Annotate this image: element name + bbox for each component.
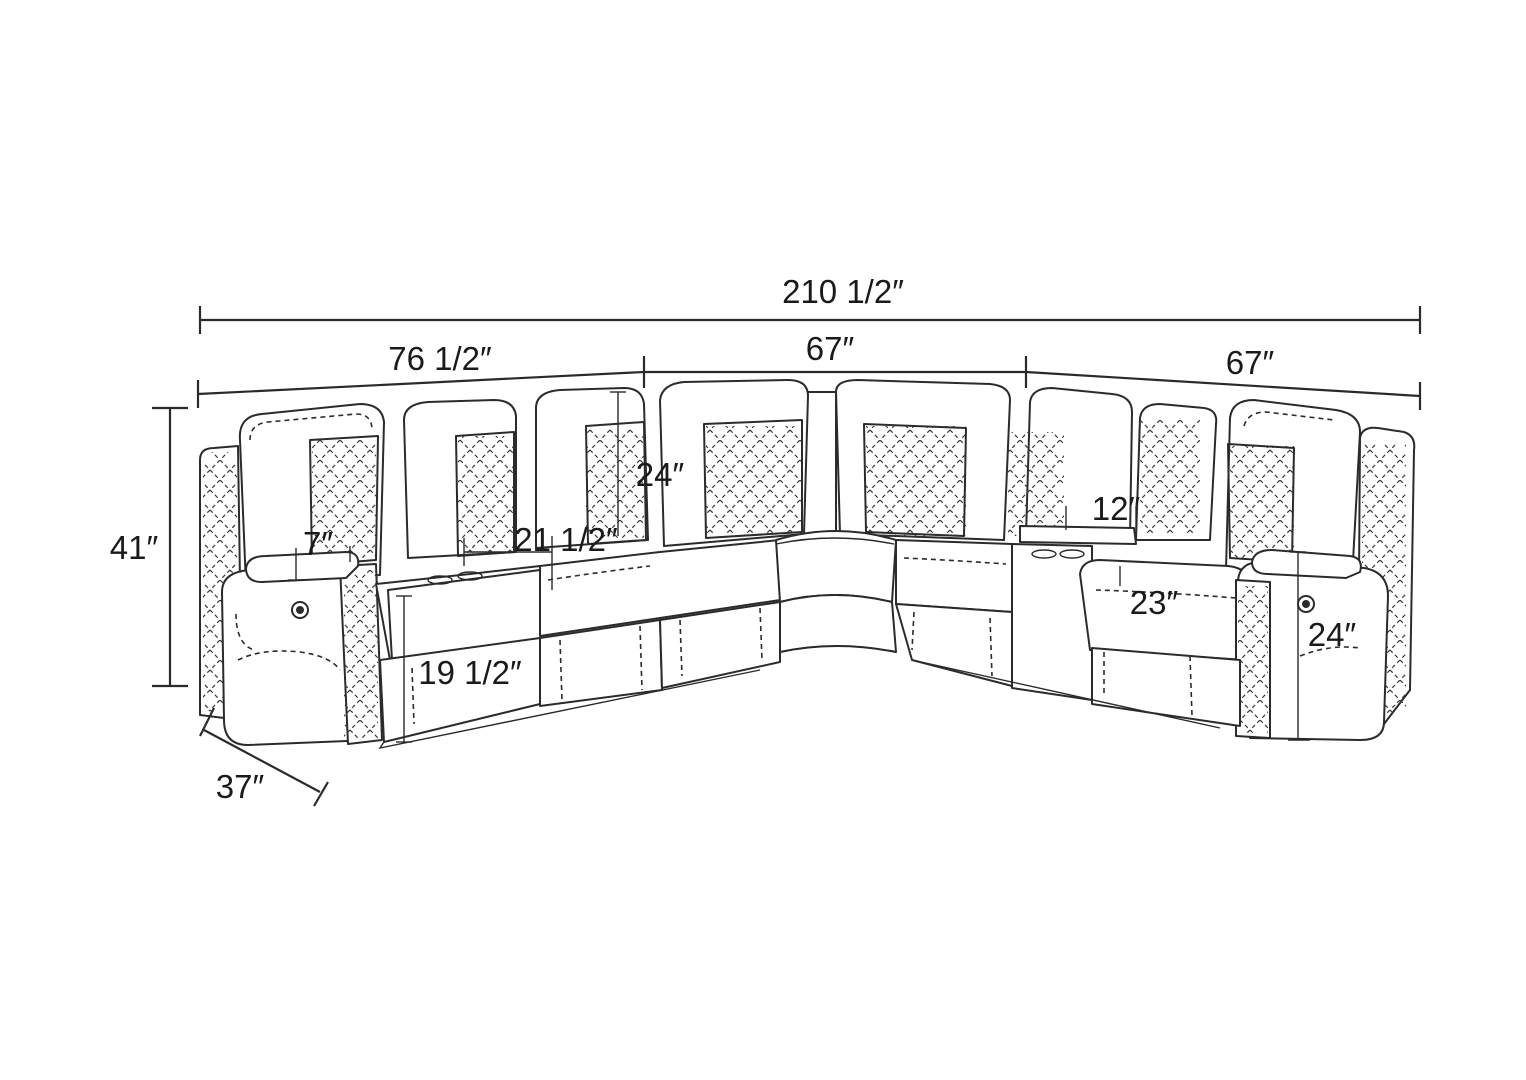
right-section [895,387,1416,741]
dimension-labels: 210 1/2″ 76 1/2″ 67″ 67″ 41″ 37″ 7″ 21 1… [110,273,1357,805]
seat-width-label: 21 1/2″ [514,521,618,558]
depth-label: 37″ [216,768,265,805]
console-width-label: 12″ [1092,490,1141,527]
middle-section [659,379,1011,653]
back-height-label: 24″ [636,456,685,493]
dimension-lines [152,306,1422,807]
armrest-height-label: 7″ [303,525,333,562]
middle-section-width-label: 67″ [806,330,855,367]
right-section-width-label: 67″ [1226,344,1275,381]
overall-height-label: 41″ [110,529,159,566]
recliner-seat-width-label: 23″ [1130,584,1179,621]
left-section [199,387,781,750]
seat-height-label: 19 1/2″ [418,654,522,691]
overall-width-label: 210 1/2″ [782,273,904,310]
arm-height-label: 24″ [1308,616,1357,653]
left-section-width-label: 76 1/2″ [388,340,492,377]
